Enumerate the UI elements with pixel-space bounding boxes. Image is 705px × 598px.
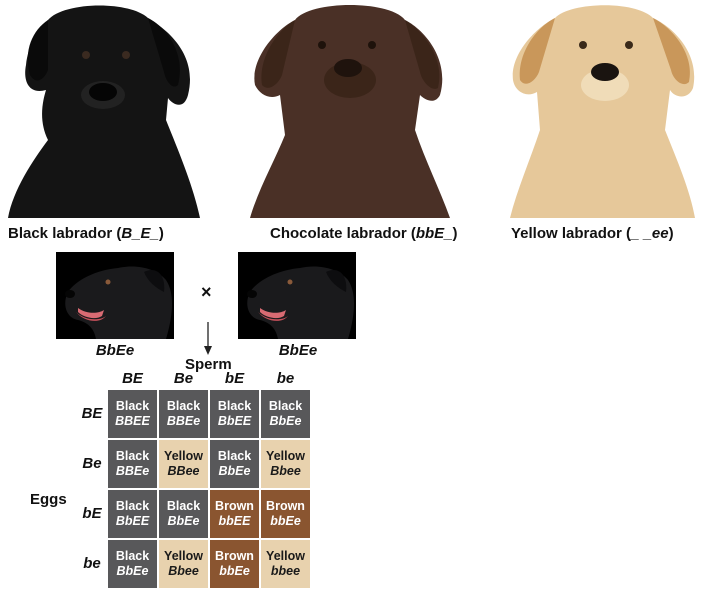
cell-genotype: BBEE bbox=[115, 414, 150, 428]
cell-phenotype: Yellow bbox=[164, 549, 203, 563]
cell-phenotype: Black bbox=[217, 449, 252, 463]
cell-phenotype: Yellow bbox=[266, 449, 305, 463]
parent1-genotype: BbEe bbox=[95, 342, 135, 359]
cell-genotype: bbEe bbox=[270, 514, 301, 528]
cell-phenotype: Black bbox=[166, 499, 201, 513]
cell-phenotype: Yellow bbox=[164, 449, 203, 463]
cross-arrow-icon bbox=[204, 322, 212, 355]
black-labrador-photo bbox=[8, 0, 200, 218]
caption-prefix: Yellow labrador ( bbox=[511, 225, 632, 242]
caption-genotype: bbE_ bbox=[415, 225, 453, 242]
parent2-genotype: BbEe bbox=[278, 342, 318, 359]
cell-phenotype: Yellow bbox=[266, 549, 305, 563]
cross-symbol: × bbox=[201, 282, 212, 302]
yellow-labrador-photo bbox=[505, 0, 700, 218]
black-dog-profile-illustration bbox=[238, 252, 356, 339]
caption-prefix: Chocolate labrador ( bbox=[270, 225, 416, 242]
cell-genotype: Bbee bbox=[168, 564, 199, 578]
cell-genotype: BBEe bbox=[166, 414, 201, 428]
cell-phenotype: Black bbox=[166, 399, 201, 413]
chocolate-labrador-caption: Chocolate labrador (bbE_) bbox=[270, 225, 458, 242]
cell-phenotype: Black bbox=[115, 549, 150, 563]
cell-phenotype: Black bbox=[115, 449, 150, 463]
black-labrador-illustration bbox=[8, 5, 200, 218]
punnett-row-header: Be bbox=[82, 455, 102, 472]
cell-genotype: BbEe bbox=[218, 464, 251, 478]
caption-prefix: Black labrador ( bbox=[8, 225, 122, 242]
punnett-column-header: BE bbox=[122, 370, 143, 387]
caption-genotype: B_E_ bbox=[121, 225, 159, 242]
chocolate-labrador-photo bbox=[250, 0, 450, 218]
punnett-column-header: Be bbox=[173, 370, 194, 387]
punnett-row-header: BE bbox=[81, 405, 103, 422]
cell-genotype: BbEe bbox=[116, 564, 149, 578]
black-dog-profile-illustration bbox=[56, 252, 174, 339]
caption-genotype: _ _ee bbox=[631, 225, 669, 242]
caption-suffix: ) bbox=[668, 225, 674, 242]
caption-suffix: ) bbox=[452, 225, 458, 242]
punnett-row-header: bE bbox=[82, 505, 102, 522]
black-labrador-caption: Black labrador (B_E_) bbox=[8, 225, 164, 242]
cell-phenotype: Black bbox=[115, 399, 150, 413]
punnett-column-header: be bbox=[276, 370, 295, 387]
cell-phenotype: Brown bbox=[266, 499, 305, 513]
parent2-photo bbox=[238, 252, 356, 339]
yellow-labrador-caption: Yellow labrador (_ _ee) bbox=[511, 225, 674, 242]
chocolate-labrador-illustration bbox=[250, 5, 450, 218]
punnett-column-header: bE bbox=[224, 370, 245, 387]
cell-phenotype: Brown bbox=[215, 549, 254, 563]
cell-genotype: BbEe bbox=[269, 414, 302, 428]
cell-genotype: bbEE bbox=[218, 514, 251, 528]
cell-phenotype: Black bbox=[217, 399, 252, 413]
cell-genotype: BBEe bbox=[115, 464, 150, 478]
cell-phenotype: Brown bbox=[215, 499, 254, 513]
cell-genotype: BbEE bbox=[115, 514, 150, 528]
caption-suffix: ) bbox=[158, 225, 164, 242]
cell-genotype: BbEE bbox=[217, 414, 252, 428]
cell-phenotype: Black bbox=[268, 399, 303, 413]
cell-genotype: BBee bbox=[167, 464, 200, 478]
yellow-labrador-illustration bbox=[510, 5, 695, 218]
cell-genotype: Bbee bbox=[270, 464, 301, 478]
eggs-label: Eggs bbox=[30, 491, 67, 508]
cell-genotype: bbEe bbox=[219, 564, 250, 578]
cell-genotype: bbee bbox=[270, 564, 301, 578]
parent1-photo bbox=[56, 252, 174, 339]
sperm-label: Sperm bbox=[185, 356, 232, 373]
cell-genotype: BbEe bbox=[167, 514, 200, 528]
cell-phenotype: Black bbox=[115, 499, 150, 513]
punnett-row-header: be bbox=[83, 555, 101, 572]
